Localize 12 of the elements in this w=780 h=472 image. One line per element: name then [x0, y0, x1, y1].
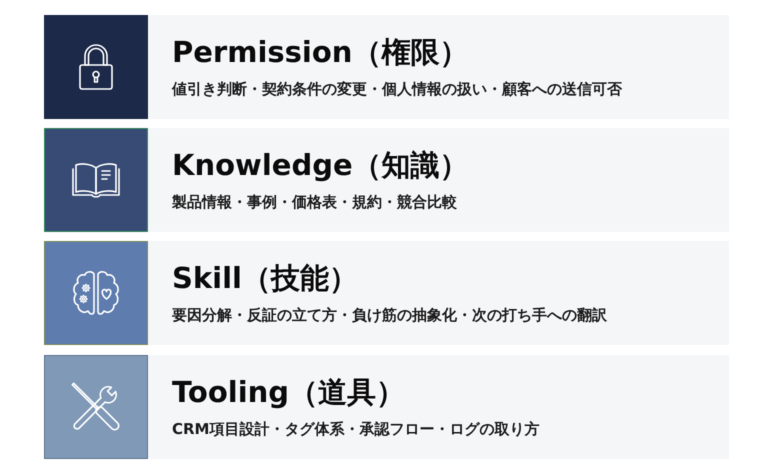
card-description: CRM項目設計・タグ体系・承認フロー・ログの取り方 [172, 419, 540, 439]
card-title: Skill（技能） [172, 260, 359, 296]
card-title: Knowledge（知識） [172, 147, 469, 183]
category-card [44, 128, 729, 232]
category-card [44, 355, 729, 459]
card-title: Permission（権限） [172, 34, 470, 70]
category-card [44, 15, 729, 119]
card-description: 要因分解・反証の立て方・負け筋の抽象化・次の打ち手への翻訳 [172, 305, 607, 325]
card-description: 製品情報・事例・価格表・規約・競合比較 [172, 192, 458, 212]
category-card [44, 241, 729, 345]
card-description: 値引き判断・契約条件の変更・個人情報の扱い・顧客への送信可否 [172, 79, 622, 99]
card-title: Tooling（道具） [172, 374, 406, 410]
